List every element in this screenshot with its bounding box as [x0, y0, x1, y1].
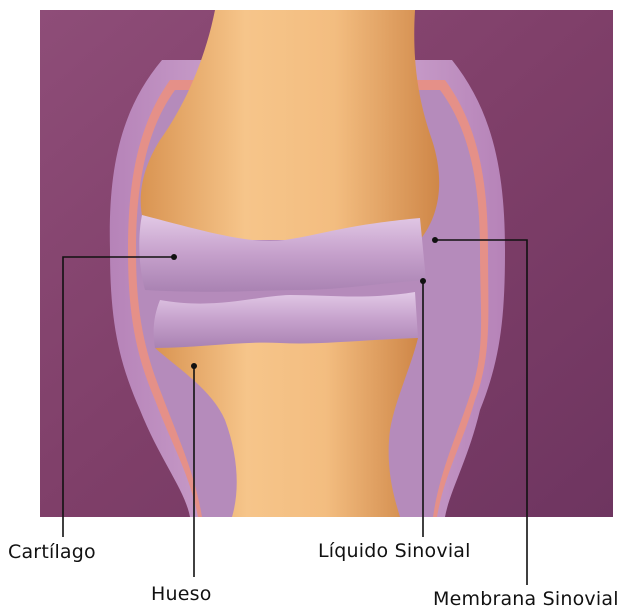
- bone-pointer-dot: [191, 363, 197, 369]
- synovial-membrane-pointer-dot: [432, 237, 438, 243]
- cartilage-pointer-dot: [171, 254, 177, 260]
- cartilage-label: Cartílago: [8, 541, 96, 563]
- synovial-membrane-label: Membrana Sinovial: [433, 588, 619, 610]
- bone-label: Hueso: [151, 583, 212, 605]
- synovial-fluid-pointer-dot: [420, 278, 426, 284]
- synovial-fluid-label: Líquido Sinovial: [318, 540, 471, 562]
